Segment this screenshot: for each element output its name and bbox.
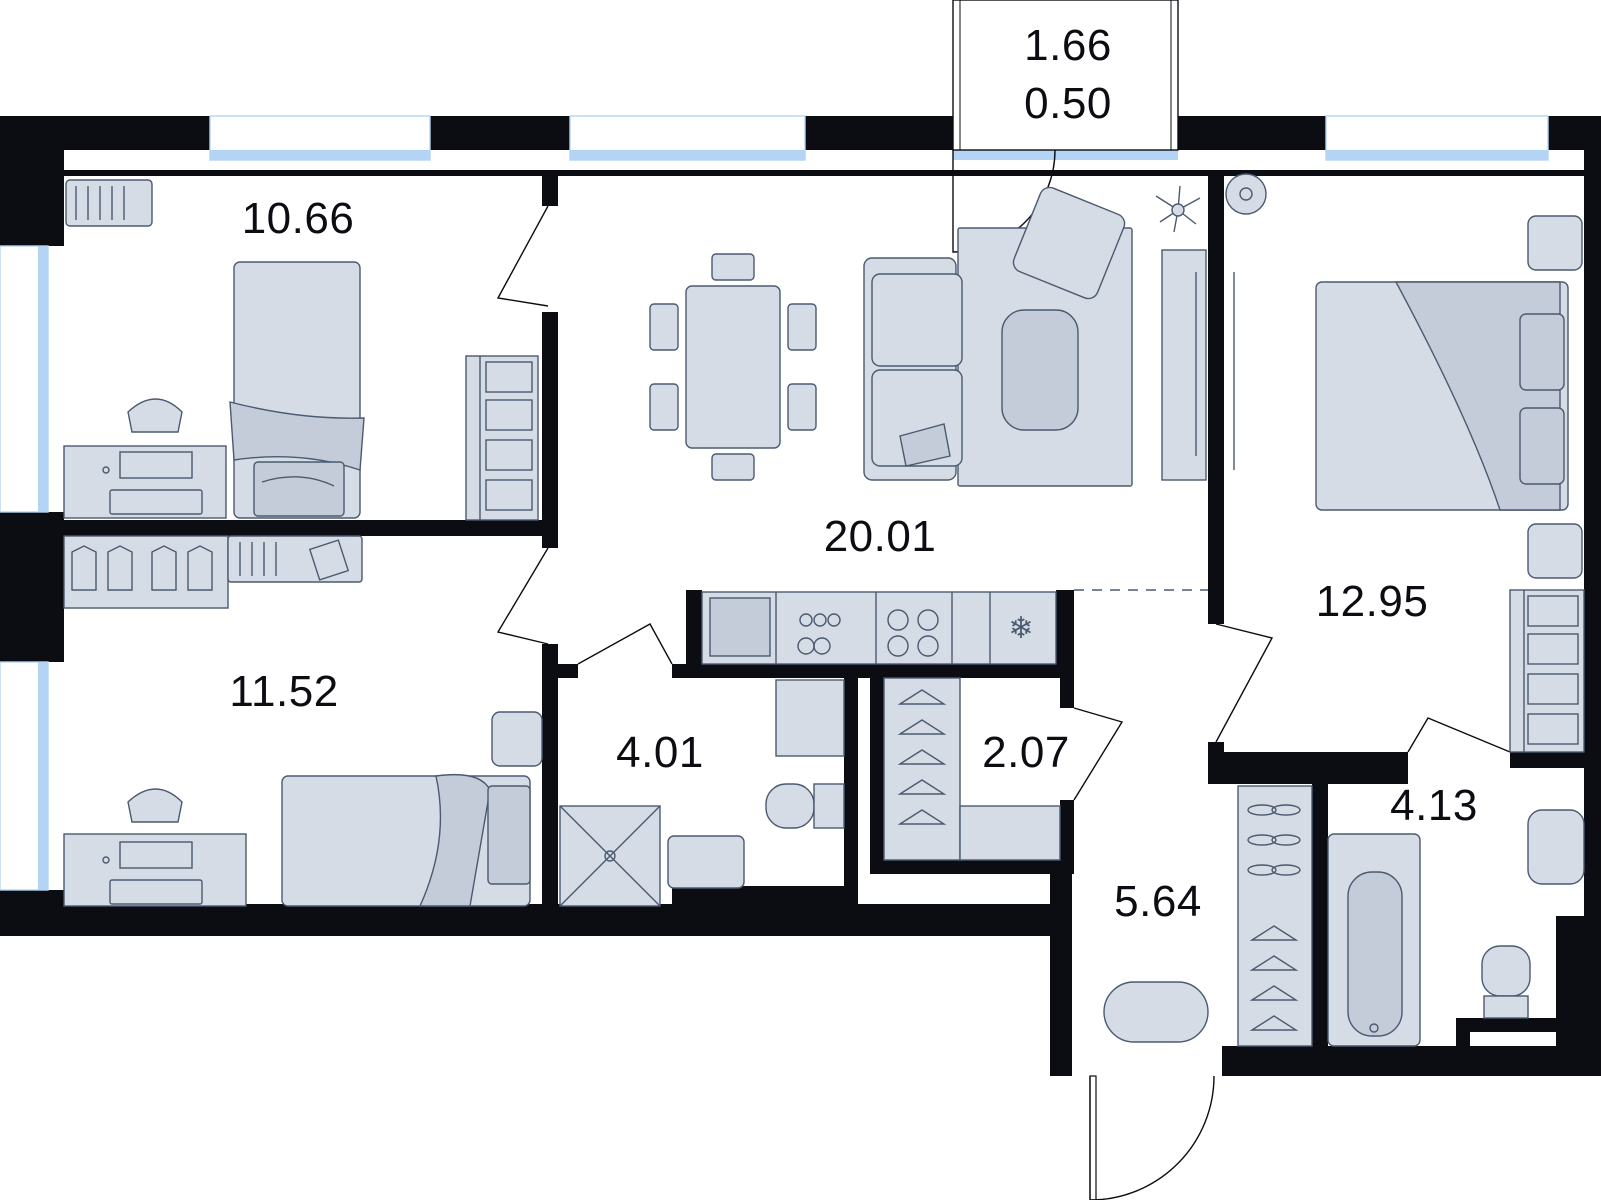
doors	[496, 205, 1511, 1200]
room-area-living-kitchen: 20.01	[823, 512, 937, 561]
bathroom-1-furniture	[559, 679, 845, 907]
hallway-furniture	[1103, 785, 1313, 1047]
kitchen-furniture: ❄	[701, 591, 1057, 665]
room-area-wardrobe: 2.07	[982, 728, 1070, 777]
balcony-area-top: 1.66	[1024, 21, 1112, 70]
balcony-area-bottom: 0.50	[1024, 79, 1112, 128]
room-area-master-bedroom: 12.95	[1315, 577, 1429, 626]
room-area-bedroom-1: 10.66	[241, 194, 355, 243]
wardrobe-furniture	[883, 677, 1061, 861]
walls	[0, 116, 1601, 1076]
bedroom-1-furniture	[63, 179, 539, 521]
bathroom-2-furniture	[1327, 809, 1585, 1047]
room-area-bedroom-2: 11.52	[229, 667, 339, 716]
room-area-hallway: 5.64	[1114, 877, 1202, 926]
room-area-bathroom-1: 4.01	[616, 728, 704, 777]
room-area-bathroom-2: 4.13	[1390, 781, 1478, 830]
svg-text:❄: ❄	[1008, 611, 1033, 646]
master-bedroom-furniture	[1225, 173, 1585, 753]
bedroom-2-furniture	[63, 535, 543, 907]
living-furniture	[649, 185, 1207, 487]
windows	[0, 115, 1549, 891]
